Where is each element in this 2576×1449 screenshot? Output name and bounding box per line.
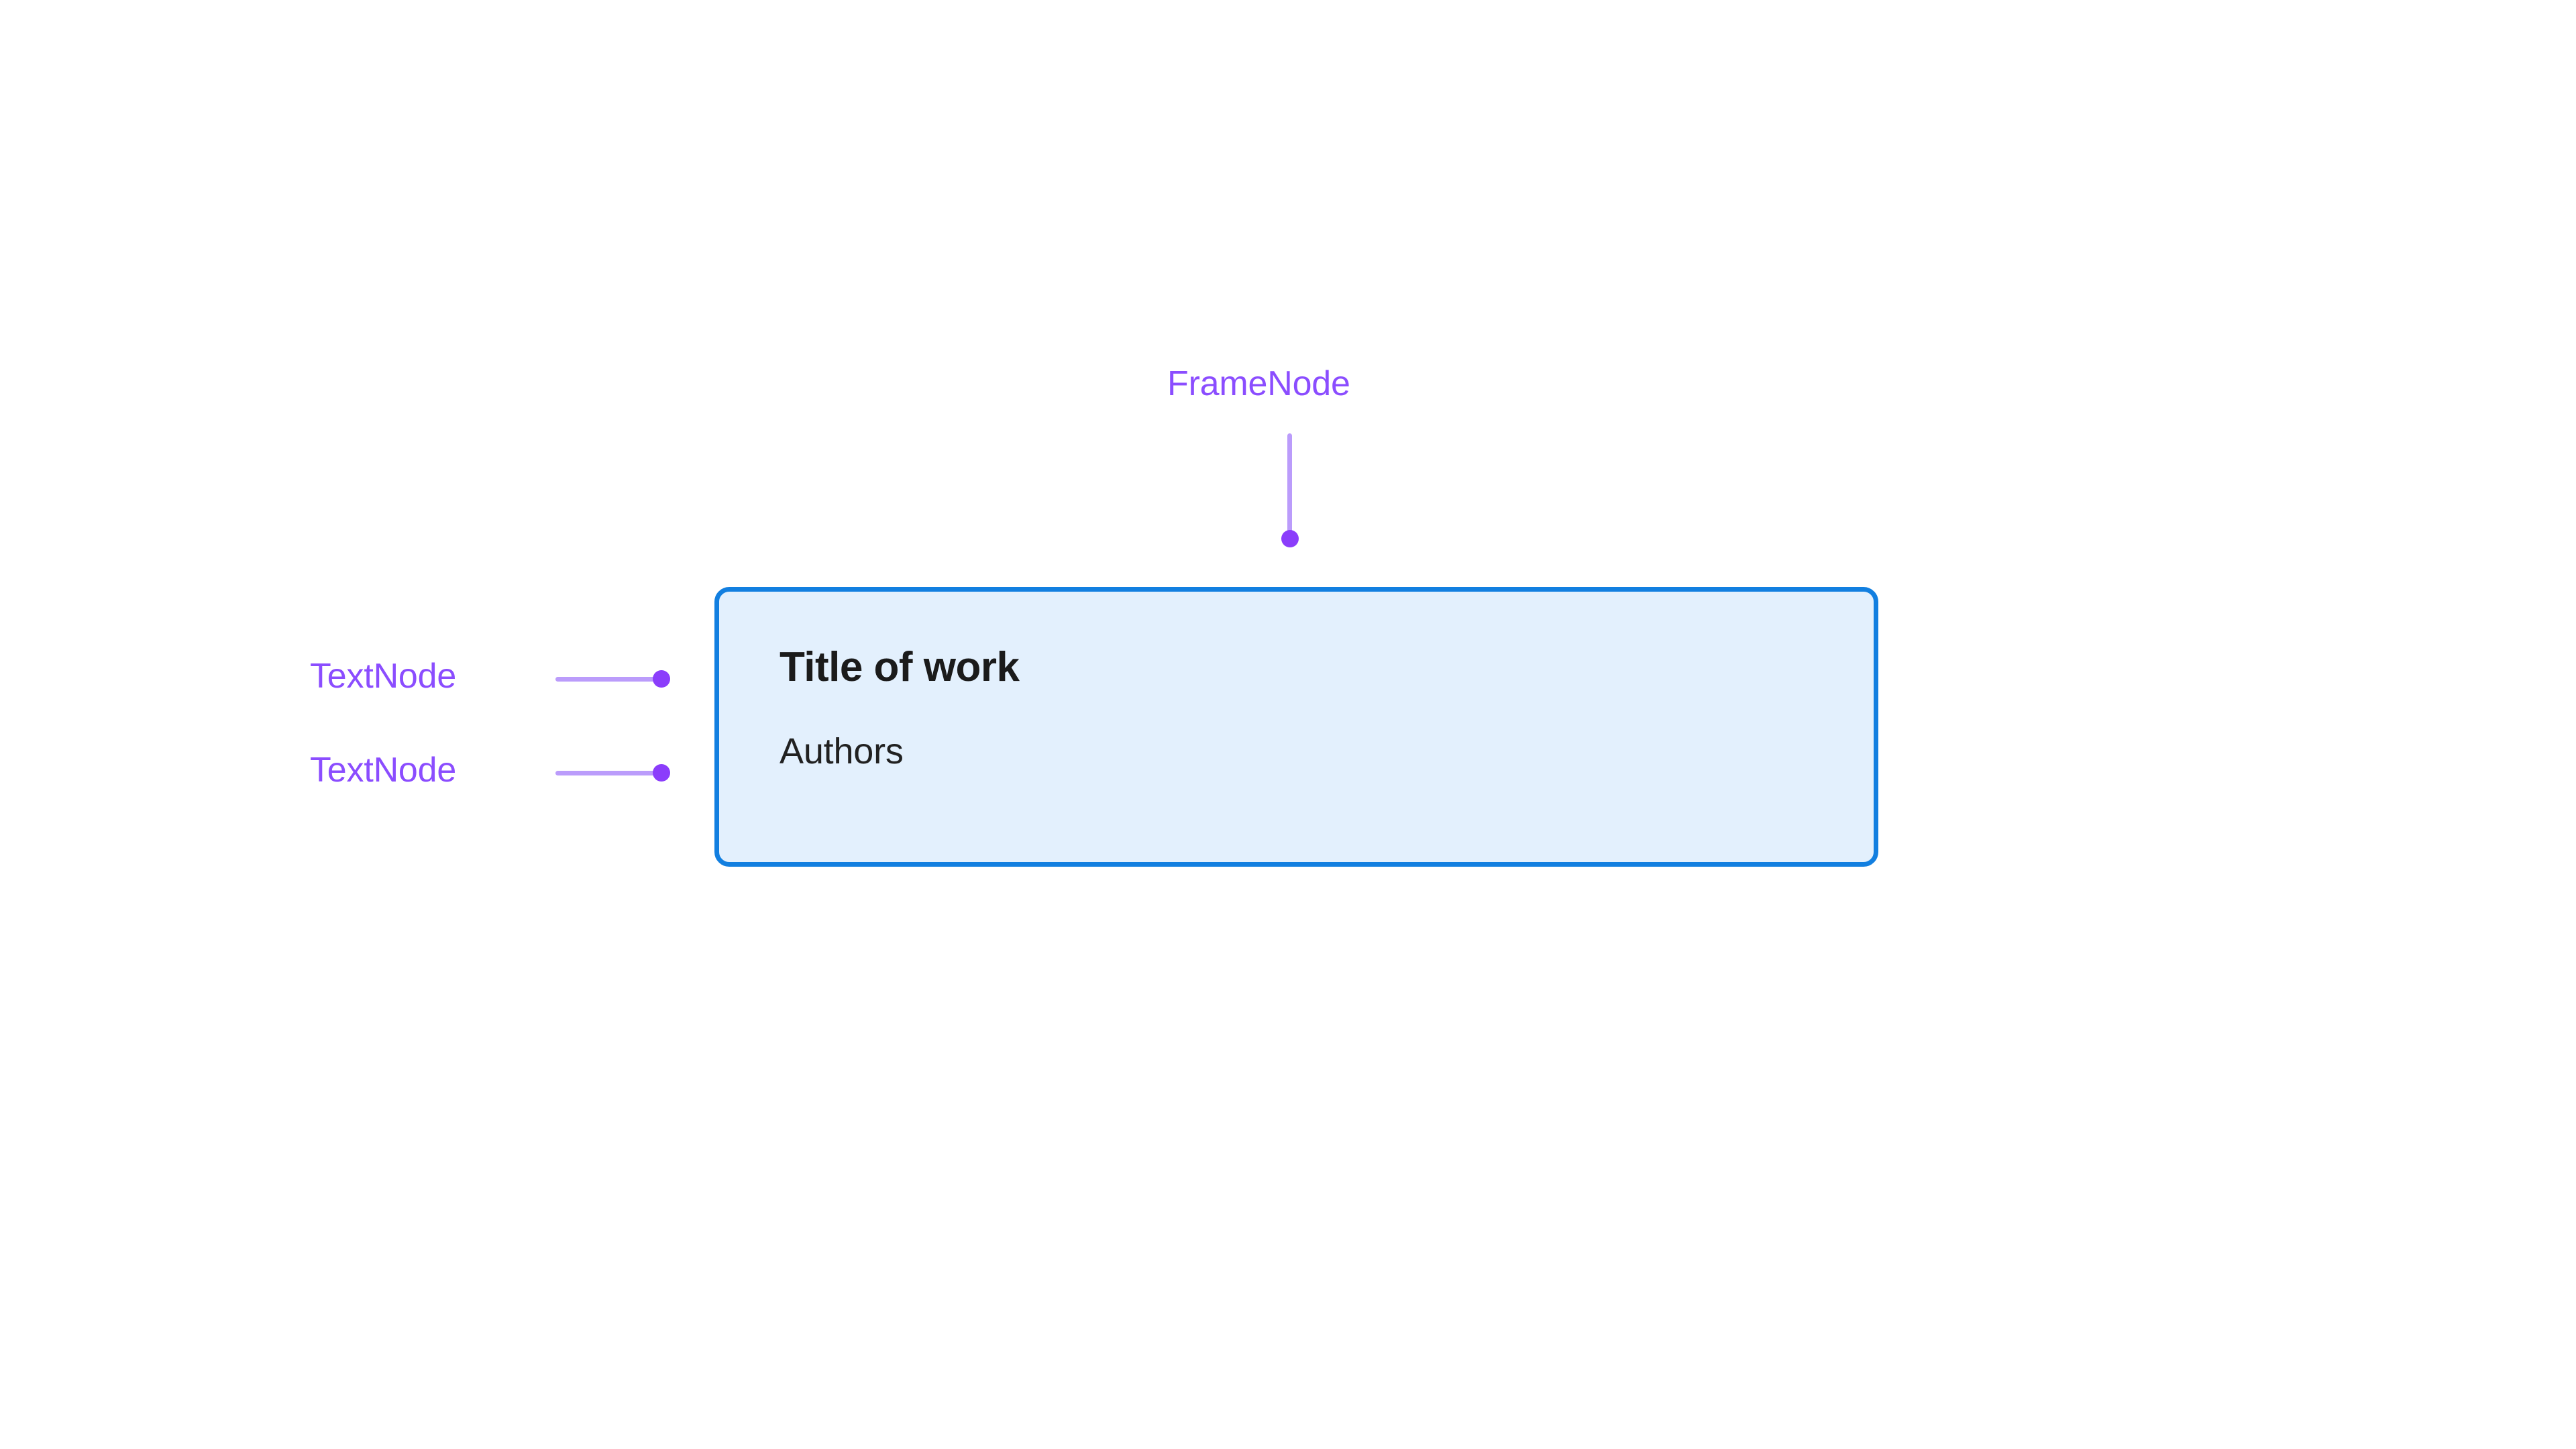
leader-dot-textnode-authors [653, 764, 670, 782]
annotation-label-textnode-authors[interactable]: TextNode [310, 751, 457, 790]
annotation-label-framenode[interactable]: FrameNode [1167, 364, 1350, 403]
work-card-authors: Authors [780, 731, 904, 771]
leader-line-textnode-title [555, 677, 661, 682]
work-card-title: Title of work [780, 644, 1020, 690]
leader-dot-textnode-title [653, 670, 670, 688]
work-card-frame[interactable]: Title of work Authors [714, 587, 1878, 867]
annotation-label-textnode-title[interactable]: TextNode [310, 657, 457, 696]
leader-line-textnode-authors [555, 771, 661, 775]
leader-line-framenode [1287, 433, 1292, 539]
leader-dot-framenode [1281, 530, 1299, 547]
